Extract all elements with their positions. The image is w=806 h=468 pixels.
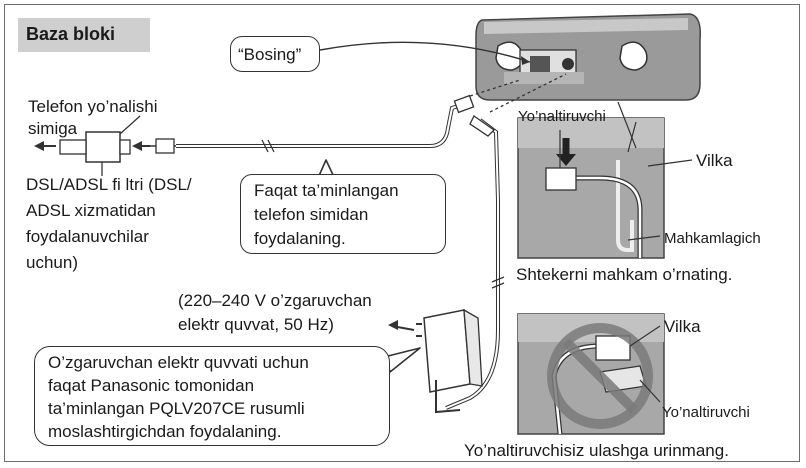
cord-note-bubble xyxy=(240,174,446,254)
plug-label-top: Vilka xyxy=(696,151,733,170)
photo-prohibited xyxy=(517,313,665,435)
dsl-filter xyxy=(34,115,150,176)
base-unit xyxy=(475,13,702,101)
adaptor-note-line-3: ta’minlangan PQLV207CE rusumli xyxy=(48,399,305,418)
hook-label: Mahkamlagich xyxy=(664,230,761,247)
adaptor-note-line-1: O’zgaruvchan elektr quvvati uchun xyxy=(48,353,309,372)
dsl-filter-label-3: foydalanuvchilar xyxy=(26,227,149,246)
cord-note-line-3: foydalaning. xyxy=(254,229,346,248)
caption-fit-firmly: Shtekerni mahkam o’rnating. xyxy=(516,265,733,284)
diagram-frame xyxy=(4,4,800,462)
bosing-callout xyxy=(230,36,320,72)
power-label-2: elektr quvvat, 50 Hz) xyxy=(178,315,334,334)
plug-label-bottom: Vilka xyxy=(664,317,701,336)
cord-note-line-2: telefon simidan xyxy=(254,205,369,224)
adaptor-note-line-4: moslashtirgichdan foydalaning. xyxy=(48,422,282,441)
dsl-filter-label-1: DSL/ADSL fi ltri (DSL/ xyxy=(26,175,192,194)
dsl-filter-label-4: uchun) xyxy=(26,253,78,272)
bosing-arrow xyxy=(319,41,531,65)
telephone-line-label-2: simiga xyxy=(28,119,78,138)
diagram-title: Baza bloki xyxy=(26,24,116,44)
title-box xyxy=(18,18,150,52)
adaptor-note-line-2: faqat Panasonic tomonidan xyxy=(48,376,255,395)
power-cord xyxy=(445,73,567,410)
guide-label-bottom: Yo’naltiruvchi xyxy=(662,404,750,421)
telephone-cord xyxy=(150,79,521,154)
caption-do-not-connect: Yo’naltiruvchisiz ulashga urinmang. xyxy=(464,441,729,460)
adaptor-note-bubble xyxy=(34,346,390,446)
ac-adaptor xyxy=(388,308,483,414)
telephone-line-label: Telefon yo’nalishi xyxy=(28,97,158,116)
cord-note-line-1: Faqat ta’minlangan xyxy=(254,181,399,200)
power-label-1: (220–240 V o’zgaruvchan xyxy=(178,291,372,310)
bosing-label: “Bosing” xyxy=(238,45,302,64)
dsl-filter-label-2: ADSL xizmatidan xyxy=(26,201,156,220)
photo-correct xyxy=(517,101,693,259)
guide-label-top: Yo’naltiruvchi xyxy=(518,108,606,125)
